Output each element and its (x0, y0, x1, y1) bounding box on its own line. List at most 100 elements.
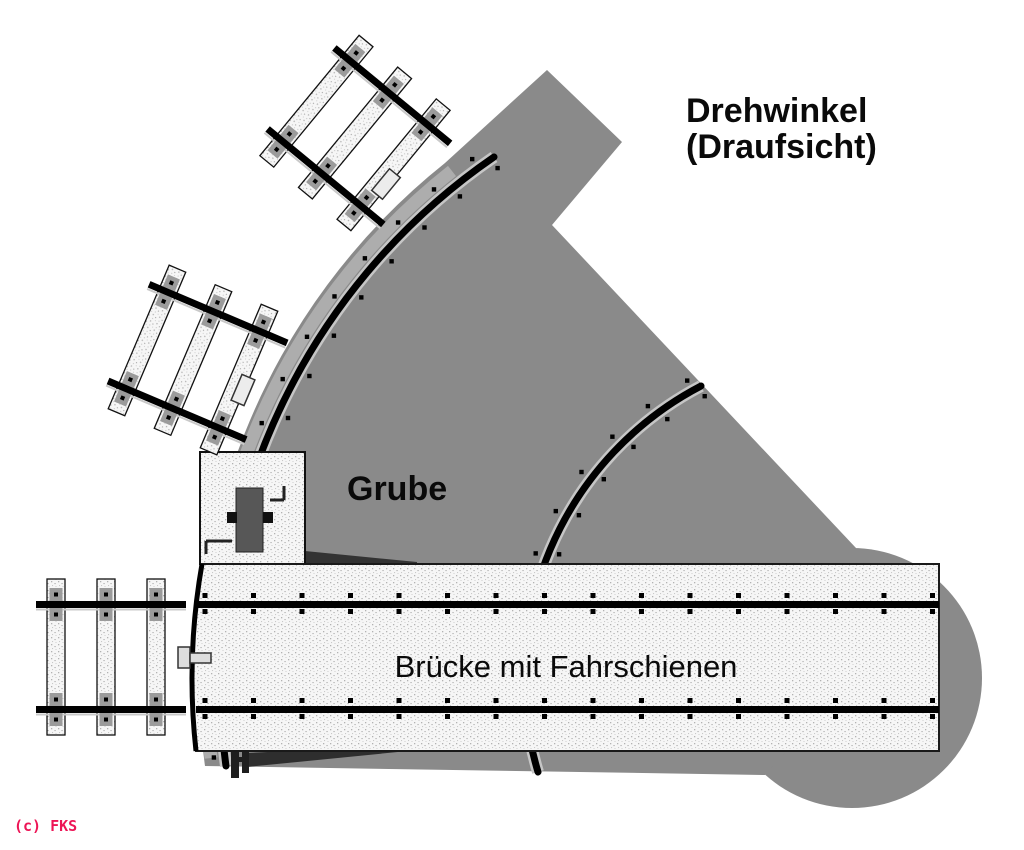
rail-chair (736, 698, 741, 703)
rail-chair (202, 593, 208, 598)
rail-chair (784, 609, 790, 614)
track-rail (332, 45, 453, 147)
approach-track-top (258, 34, 453, 232)
rail-fixing-dot (280, 376, 285, 382)
clip-dot (379, 97, 385, 104)
clip-dot (54, 612, 58, 617)
rail-chair (833, 609, 838, 614)
clip-dot (104, 697, 108, 702)
rail-chair (202, 698, 208, 703)
clip-dot (430, 113, 437, 120)
rail-chair (930, 593, 935, 598)
rail-chair (881, 714, 887, 719)
rail-fixing-dot (211, 755, 217, 760)
motor-shaft-left (227, 512, 237, 523)
clip-dot (54, 592, 58, 597)
labels-group: Drehwinkel (Draufsicht) Grube (c) FKS (14, 92, 877, 835)
rail-chair (736, 609, 741, 614)
rail-chair (251, 609, 256, 614)
clip-dot (154, 697, 158, 702)
clip-dot (154, 612, 158, 617)
rail-fixing-dot (304, 334, 310, 339)
bridge-label: Brücke mit Fahrschienen (395, 649, 738, 684)
rail-chair (930, 714, 935, 719)
rail-chair (881, 609, 887, 614)
rail-chair (687, 593, 693, 598)
drive-motor (235, 487, 264, 553)
rail-chair (784, 593, 790, 598)
rail-chair (299, 593, 305, 598)
rail-chair (930, 609, 935, 614)
rail-fixing-dot (631, 444, 636, 450)
rail-fixing-dot (553, 508, 558, 514)
rail-chair (542, 698, 547, 703)
rail-chair (784, 698, 790, 703)
rail-fixing-dot (470, 156, 475, 162)
rail-chair (493, 593, 499, 598)
track-rail (36, 601, 186, 608)
rail-chair (833, 593, 838, 598)
rail-chair (687, 714, 693, 719)
clip-dot (260, 319, 267, 325)
rail-fixing-dot (610, 434, 615, 439)
clip-dot (351, 210, 357, 216)
rail-chair (493, 609, 499, 614)
rail-fixing-dot (359, 295, 364, 300)
rail-chair (251, 698, 256, 703)
clip-dot (104, 592, 108, 597)
rail-chair (396, 698, 402, 703)
rail-chair (299, 714, 305, 719)
bridge-rail-bottom (196, 706, 939, 713)
rail-chair (299, 698, 305, 703)
clip-dot (54, 697, 58, 702)
rail-chair (590, 609, 596, 614)
latch-plate (230, 373, 256, 407)
rail-chair (833, 714, 838, 719)
rail-fixing-dot (285, 415, 291, 421)
clip-dot (273, 146, 280, 153)
rail-chair (736, 714, 741, 719)
clip-dot (119, 395, 126, 401)
rail-chair (348, 593, 353, 598)
rail-fixing-dot (422, 225, 427, 230)
rail-fixing-dot (685, 378, 690, 383)
rail-fixing-dot (259, 420, 264, 426)
clip-dot (353, 50, 359, 56)
rail-fixing-dot (533, 551, 538, 556)
rail-fixing-dot (579, 469, 584, 475)
rail-chair (639, 609, 644, 614)
rail-chair (348, 714, 353, 719)
rail-chair (590, 714, 596, 719)
rail-chair (784, 714, 790, 719)
bridge-latch-bar (189, 652, 212, 664)
rail-chair (202, 714, 208, 719)
house-ramp-shadow (305, 551, 417, 564)
rail-fixing-dot (645, 403, 651, 409)
rail-chair (542, 609, 547, 614)
track-rail (36, 706, 186, 713)
rail-chair (639, 698, 644, 703)
rail-chair (687, 609, 693, 614)
rail-fixing-dot (702, 394, 707, 399)
clip-dot (165, 414, 172, 421)
bridge-group: Brücke mit Fahrschienen (177, 563, 940, 752)
track-latch-middle (230, 373, 256, 407)
rail-chair (590, 593, 596, 598)
rail-fixing-dot (556, 552, 562, 557)
rail-fixing-dot (362, 256, 368, 261)
clip-dot (253, 337, 259, 344)
rail-chair (687, 698, 693, 703)
rail-chair (348, 609, 353, 614)
rail-chair (736, 593, 741, 598)
clip-dot (160, 298, 167, 304)
rail-chair (396, 593, 402, 598)
rail-chair (542, 714, 547, 719)
rail-chair (493, 698, 499, 703)
rail-chair (396, 714, 402, 719)
clip-dot (391, 81, 398, 88)
rail-chair (639, 714, 644, 719)
pit-label: Grube (347, 470, 447, 508)
bridge-rail-chairs (202, 593, 935, 719)
clip-dot (154, 592, 158, 597)
